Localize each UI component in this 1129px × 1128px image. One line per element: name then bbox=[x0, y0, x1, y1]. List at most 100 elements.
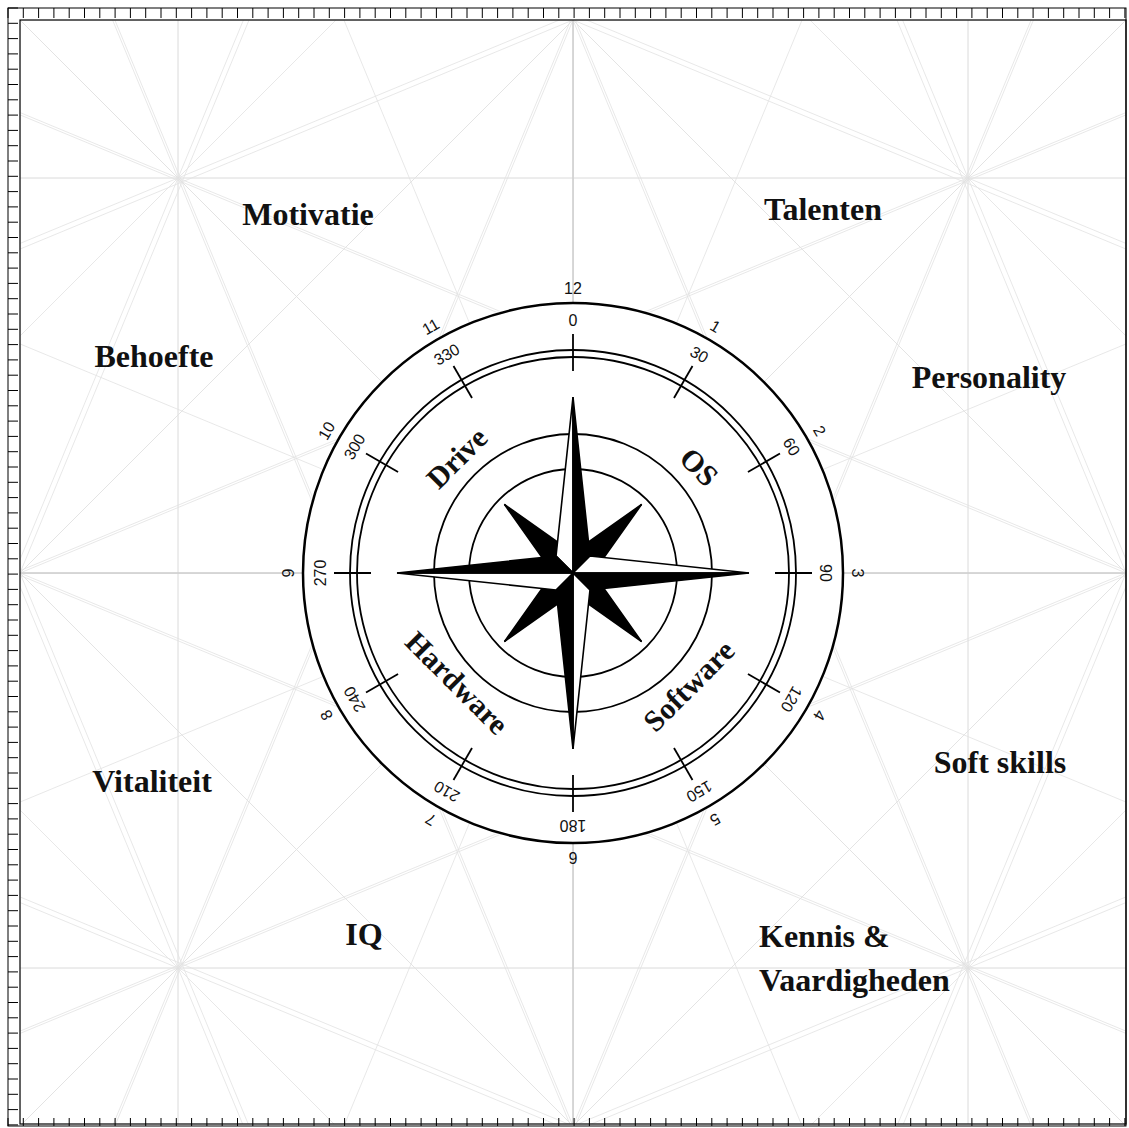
ruler-tick bbox=[727, 1118, 728, 1126]
ruler-tick bbox=[1124, 1118, 1125, 1126]
category-label: Talenten bbox=[764, 193, 882, 225]
ruler-tick bbox=[451, 1118, 452, 1126]
grid-line bbox=[573, 20, 1126, 1124]
ruler-tick bbox=[8, 222, 18, 223]
ruler-tick bbox=[8, 359, 18, 360]
grid-line bbox=[968, 178, 1126, 1124]
ruler-tick bbox=[8, 757, 18, 758]
grid-line bbox=[573, 20, 1126, 1124]
dial-ring bbox=[350, 350, 796, 796]
ruler-tick bbox=[8, 788, 18, 789]
ruler-tick bbox=[8, 405, 18, 406]
ruler-tick bbox=[8, 8, 18, 9]
ruler-tick bbox=[8, 252, 18, 253]
ruler-tick bbox=[8, 467, 18, 468]
ruler-tick bbox=[574, 8, 575, 18]
ruler-tick bbox=[421, 8, 422, 18]
ruler-tick bbox=[1079, 1118, 1080, 1126]
ruler-tick bbox=[681, 8, 682, 18]
ruler-tick bbox=[742, 1118, 743, 1126]
ruler-tick bbox=[99, 1118, 100, 1126]
ruler-tick bbox=[696, 1118, 697, 1126]
ruler-tick bbox=[8, 130, 18, 131]
ruler-tick bbox=[451, 8, 452, 18]
ruler-tick bbox=[987, 1118, 988, 1126]
star-point bbox=[397, 573, 573, 590]
ruler-tick bbox=[696, 8, 697, 18]
ruler-tick bbox=[803, 8, 804, 18]
ruler-tick bbox=[711, 1118, 712, 1126]
ruler-tick bbox=[528, 1118, 529, 1126]
ruler-tick bbox=[38, 8, 39, 18]
ruler-tick bbox=[283, 8, 284, 18]
ruler-tick bbox=[344, 1118, 345, 1126]
ruler-tick bbox=[620, 8, 621, 18]
ruler-tick bbox=[8, 987, 18, 988]
dial-ring bbox=[357, 357, 789, 789]
ruler-tick bbox=[359, 8, 360, 18]
ruler-tick bbox=[8, 390, 18, 391]
ruler-tick bbox=[53, 8, 54, 18]
ruler-tick bbox=[803, 1118, 804, 1126]
ruler-tick bbox=[8, 880, 18, 881]
ruler-tick bbox=[69, 1118, 70, 1126]
ruler-tick bbox=[880, 1118, 881, 1126]
ruler-tick bbox=[497, 8, 498, 18]
ruler-tick bbox=[176, 8, 177, 18]
grid-line bbox=[20, 20, 968, 968]
ruler-tick bbox=[895, 1118, 896, 1126]
frame-outer bbox=[8, 8, 1126, 1126]
grid-line bbox=[968, 178, 1126, 1124]
ruler-tick bbox=[8, 910, 18, 911]
ruler-tick bbox=[329, 1118, 330, 1126]
ruler-tick bbox=[1017, 8, 1018, 18]
grid-line bbox=[178, 20, 1126, 968]
degree-number: 0 bbox=[569, 313, 578, 329]
ruler-tick bbox=[467, 1118, 468, 1126]
grid-line bbox=[178, 203, 1126, 968]
ruler-tick bbox=[864, 1118, 865, 1126]
ruler-tick bbox=[8, 864, 18, 865]
ruler-tick bbox=[1109, 1118, 1110, 1126]
ruler-tick bbox=[390, 1118, 391, 1126]
star-point bbox=[573, 573, 749, 590]
degree-tick bbox=[572, 775, 574, 812]
ruler-tick bbox=[84, 1118, 85, 1126]
frame bbox=[20, 20, 1126, 1124]
hour-number: 4 bbox=[810, 707, 828, 723]
grid-line bbox=[20, 968, 178, 1124]
grid-line bbox=[968, 203, 1126, 968]
ruler-tick bbox=[237, 8, 238, 18]
ruler-tick bbox=[1033, 1118, 1034, 1126]
degree-tick bbox=[748, 454, 780, 473]
degree-tick bbox=[674, 366, 693, 398]
ruler-tick bbox=[8, 268, 18, 269]
ruler-tick bbox=[1063, 1118, 1064, 1126]
ruler-tick bbox=[8, 191, 18, 192]
ruler-tick bbox=[115, 8, 116, 18]
ruler-tick bbox=[8, 176, 18, 177]
category-label: Soft skills bbox=[934, 746, 1066, 778]
ruler-tick bbox=[8, 237, 18, 238]
ruler-tick bbox=[8, 1017, 18, 1018]
ruler-tick bbox=[604, 8, 605, 18]
grid-line bbox=[20, 178, 968, 943]
hour-number: 10 bbox=[316, 419, 339, 442]
ruler-tick bbox=[8, 314, 18, 315]
ruler-tick bbox=[834, 8, 835, 18]
ruler-tick bbox=[145, 1118, 146, 1126]
grid-line bbox=[20, 178, 178, 1124]
grid-line bbox=[573, 20, 1126, 1124]
grid-line bbox=[20, 203, 968, 968]
category-label: Behoefte bbox=[94, 340, 213, 372]
ruler-tick bbox=[482, 1118, 483, 1126]
ruler-tick bbox=[329, 8, 330, 18]
ruler-tick bbox=[543, 1118, 544, 1126]
hour-number: 1 bbox=[707, 318, 723, 336]
hour-number: 9 bbox=[281, 569, 297, 578]
hour-number: 6 bbox=[569, 849, 578, 865]
ruler-tick bbox=[665, 8, 666, 18]
ruler-tick bbox=[558, 1118, 559, 1126]
ruler-tick bbox=[8, 115, 18, 116]
